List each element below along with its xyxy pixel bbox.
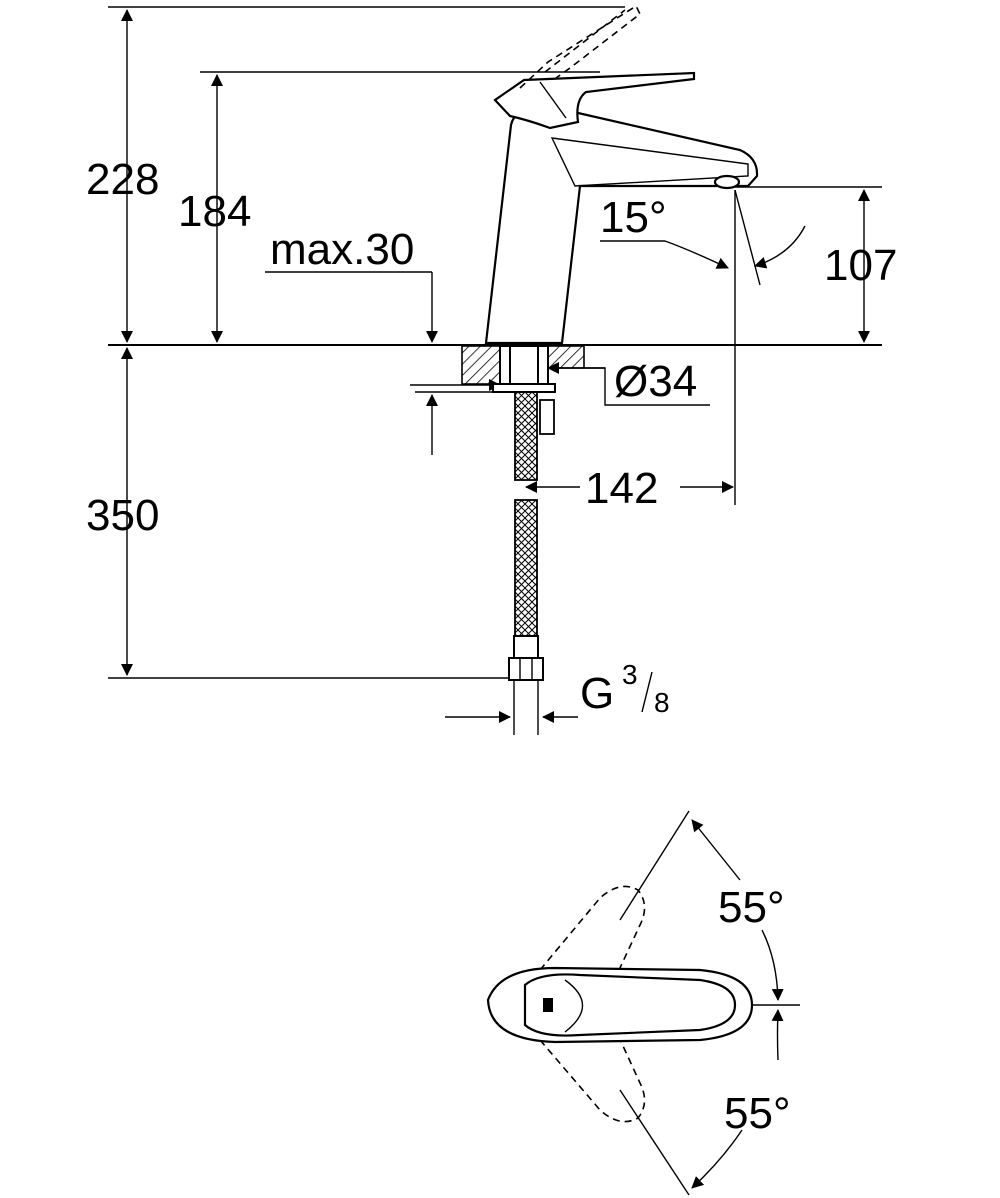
- dim-projection: 142: [585, 464, 658, 513]
- spray-angle-line: [734, 189, 761, 286]
- plan-axis-upper: [619, 810, 690, 921]
- hose-nut: [508, 657, 544, 681]
- dim-outlet-height: 107: [824, 241, 897, 290]
- plan-axis-lower: [619, 1089, 690, 1196]
- dim-hose-length: 350: [86, 491, 159, 540]
- aerator: [713, 174, 741, 190]
- dim-arc-15-left: [664, 240, 729, 269]
- indicator-mark: [543, 998, 553, 1012]
- lever: [493, 71, 696, 130]
- dim-spout-height: 184: [178, 187, 251, 236]
- dim-thread-slash: [641, 671, 653, 713]
- lever-top: [523, 973, 737, 1037]
- dim-spray-angle: 15°: [600, 193, 667, 242]
- dim-total-height: 228: [86, 155, 159, 204]
- angle-upper-label: 55°: [718, 883, 785, 932]
- hose-lower: [514, 499, 538, 637]
- plan-view: 55° 55°: [486, 810, 800, 1196]
- lever-edge: [539, 81, 567, 119]
- lever-open-ghost-2: [544, 9, 626, 73]
- arc-55-upper-b: [761, 929, 784, 1001]
- counter-hatch-right: [547, 345, 585, 369]
- lever-open-ghost: [519, 4, 642, 89]
- side-elevation: 228 184 max.30 107 15° Ø34 142 350: [86, 4, 897, 735]
- dim-leader-d34: [585, 367, 710, 406]
- dim-arc-15-right: [754, 225, 806, 269]
- dim-thread-den: 8: [654, 687, 670, 718]
- dim-thread-num: 3: [622, 659, 638, 690]
- arc-55-upper-a: [691, 819, 741, 881]
- lever-top-line: [564, 979, 583, 1033]
- lever-ghost-upper: [539, 885, 646, 986]
- lever-ghost-lower: [539, 1021, 646, 1123]
- arc-55-lower-a: [771, 1009, 784, 1061]
- valve-clip: [539, 399, 555, 435]
- hose-ferrule: [513, 635, 539, 659]
- counter-hatch-left: [461, 345, 501, 385]
- fixing-washer: [492, 383, 556, 393]
- hose-upper: [514, 391, 538, 481]
- dim-max-thickness: max.30: [270, 225, 414, 274]
- angle-lower-label: 55°: [724, 1089, 791, 1138]
- dim-hole-diameter: Ø34: [614, 357, 697, 406]
- dim-thread-prefix: G: [580, 669, 614, 718]
- arc-55-lower-b: [691, 1129, 743, 1189]
- tap-body-facet: [550, 137, 749, 187]
